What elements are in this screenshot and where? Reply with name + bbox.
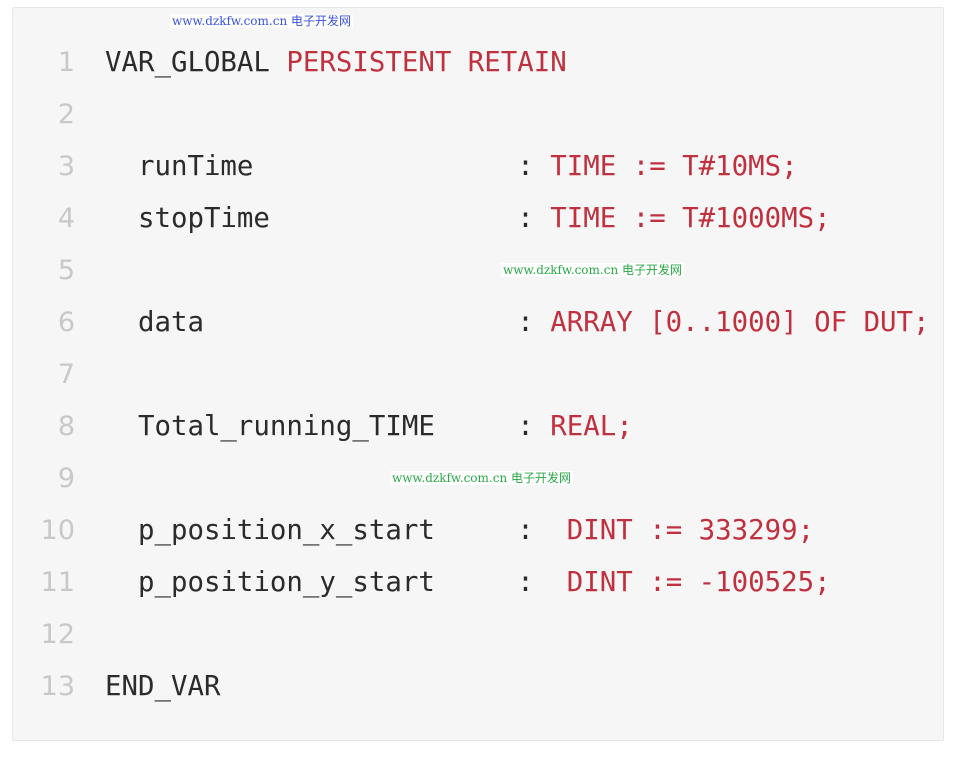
line-number: 4 [57, 203, 75, 234]
code-text: stopTime : TIME := T#1000MS; [105, 193, 831, 245]
line-number: 3 [57, 151, 75, 182]
code-line: 3 runTime : TIME := T#10MS; [13, 141, 943, 193]
code-line: 1 VAR_GLOBAL PERSISTENT RETAIN [13, 37, 943, 89]
code-text: VAR_GLOBAL PERSISTENT RETAIN [105, 37, 567, 89]
code-keyword: DINT := 333299; [566, 515, 815, 546]
code-keyword: TIME := T#1000MS; [550, 203, 831, 234]
code-line: 4 stopTime : TIME := T#1000MS; [13, 193, 943, 245]
line-number: 11 [40, 567, 75, 598]
line-number: 2 [57, 99, 75, 130]
code-text: Total_running_TIME : REAL; [105, 401, 633, 453]
line-number: 1 [57, 47, 75, 78]
code-plain: runTime : [105, 151, 551, 182]
line-number: 13 [40, 671, 75, 702]
watermark: www.dzkfw.com.cn 电子开发网 [170, 14, 353, 28]
line-number: 6 [57, 307, 75, 338]
watermark: www.dzkfw.com.cn 电子开发网 [390, 471, 573, 485]
code-plain: Total_running_TIME : [105, 411, 551, 442]
code-keyword: DINT := -100525; [566, 567, 831, 598]
code-plain: END_VAR [105, 671, 221, 702]
line-number: 7 [57, 359, 75, 390]
code-plain: p_position_x_start : [105, 515, 567, 546]
code-block: 1 VAR_GLOBAL PERSISTENT RETAIN 2 3 runTime … [12, 7, 944, 741]
line-number: 9 [57, 463, 75, 494]
code-text: p_position_y_start : DINT := -100525; [105, 557, 831, 609]
code-line: 12 [13, 609, 943, 661]
watermark: www.dzkfw.com.cn 电子开发网 [501, 263, 684, 277]
code-line: 8 Total_running_TIME : REAL; [13, 401, 943, 453]
code-line: 9 [13, 453, 943, 505]
code-plain: VAR_GLOBAL [105, 47, 287, 78]
line-number: 5 [57, 255, 75, 286]
code-plain: p_position_y_start : [105, 567, 567, 598]
line-number: 8 [57, 411, 75, 442]
code-text: p_position_x_start : DINT := 333299; [105, 505, 814, 557]
code-plain: data : [105, 307, 551, 338]
code-line: 11 p_position_y_start : DINT := -100525; [13, 557, 943, 609]
code-line: 5 [13, 245, 943, 297]
code-text: data : ARRAY [0..1000] OF DUT; [105, 297, 930, 349]
code-keyword: PERSISTENT RETAIN [286, 47, 567, 78]
code-text: runTime : TIME := T#10MS; [105, 141, 798, 193]
line-number: 10 [40, 515, 75, 546]
code-line: 13 END_VAR [13, 661, 943, 713]
code-keyword: REAL; [550, 411, 633, 442]
code-line: 10 p_position_x_start : DINT := 333299; [13, 505, 943, 557]
code-plain: stopTime : [105, 203, 551, 234]
code-keyword: TIME := T#10MS; [550, 151, 798, 182]
code-line: 7 [13, 349, 943, 401]
line-number: 12 [40, 619, 75, 650]
code-text: END_VAR [105, 661, 220, 713]
code-keyword: ARRAY [0..1000] OF DUT; [550, 307, 930, 338]
code-line: 6 data : ARRAY [0..1000] OF DUT; [13, 297, 943, 349]
code-line: 2 [13, 89, 943, 141]
